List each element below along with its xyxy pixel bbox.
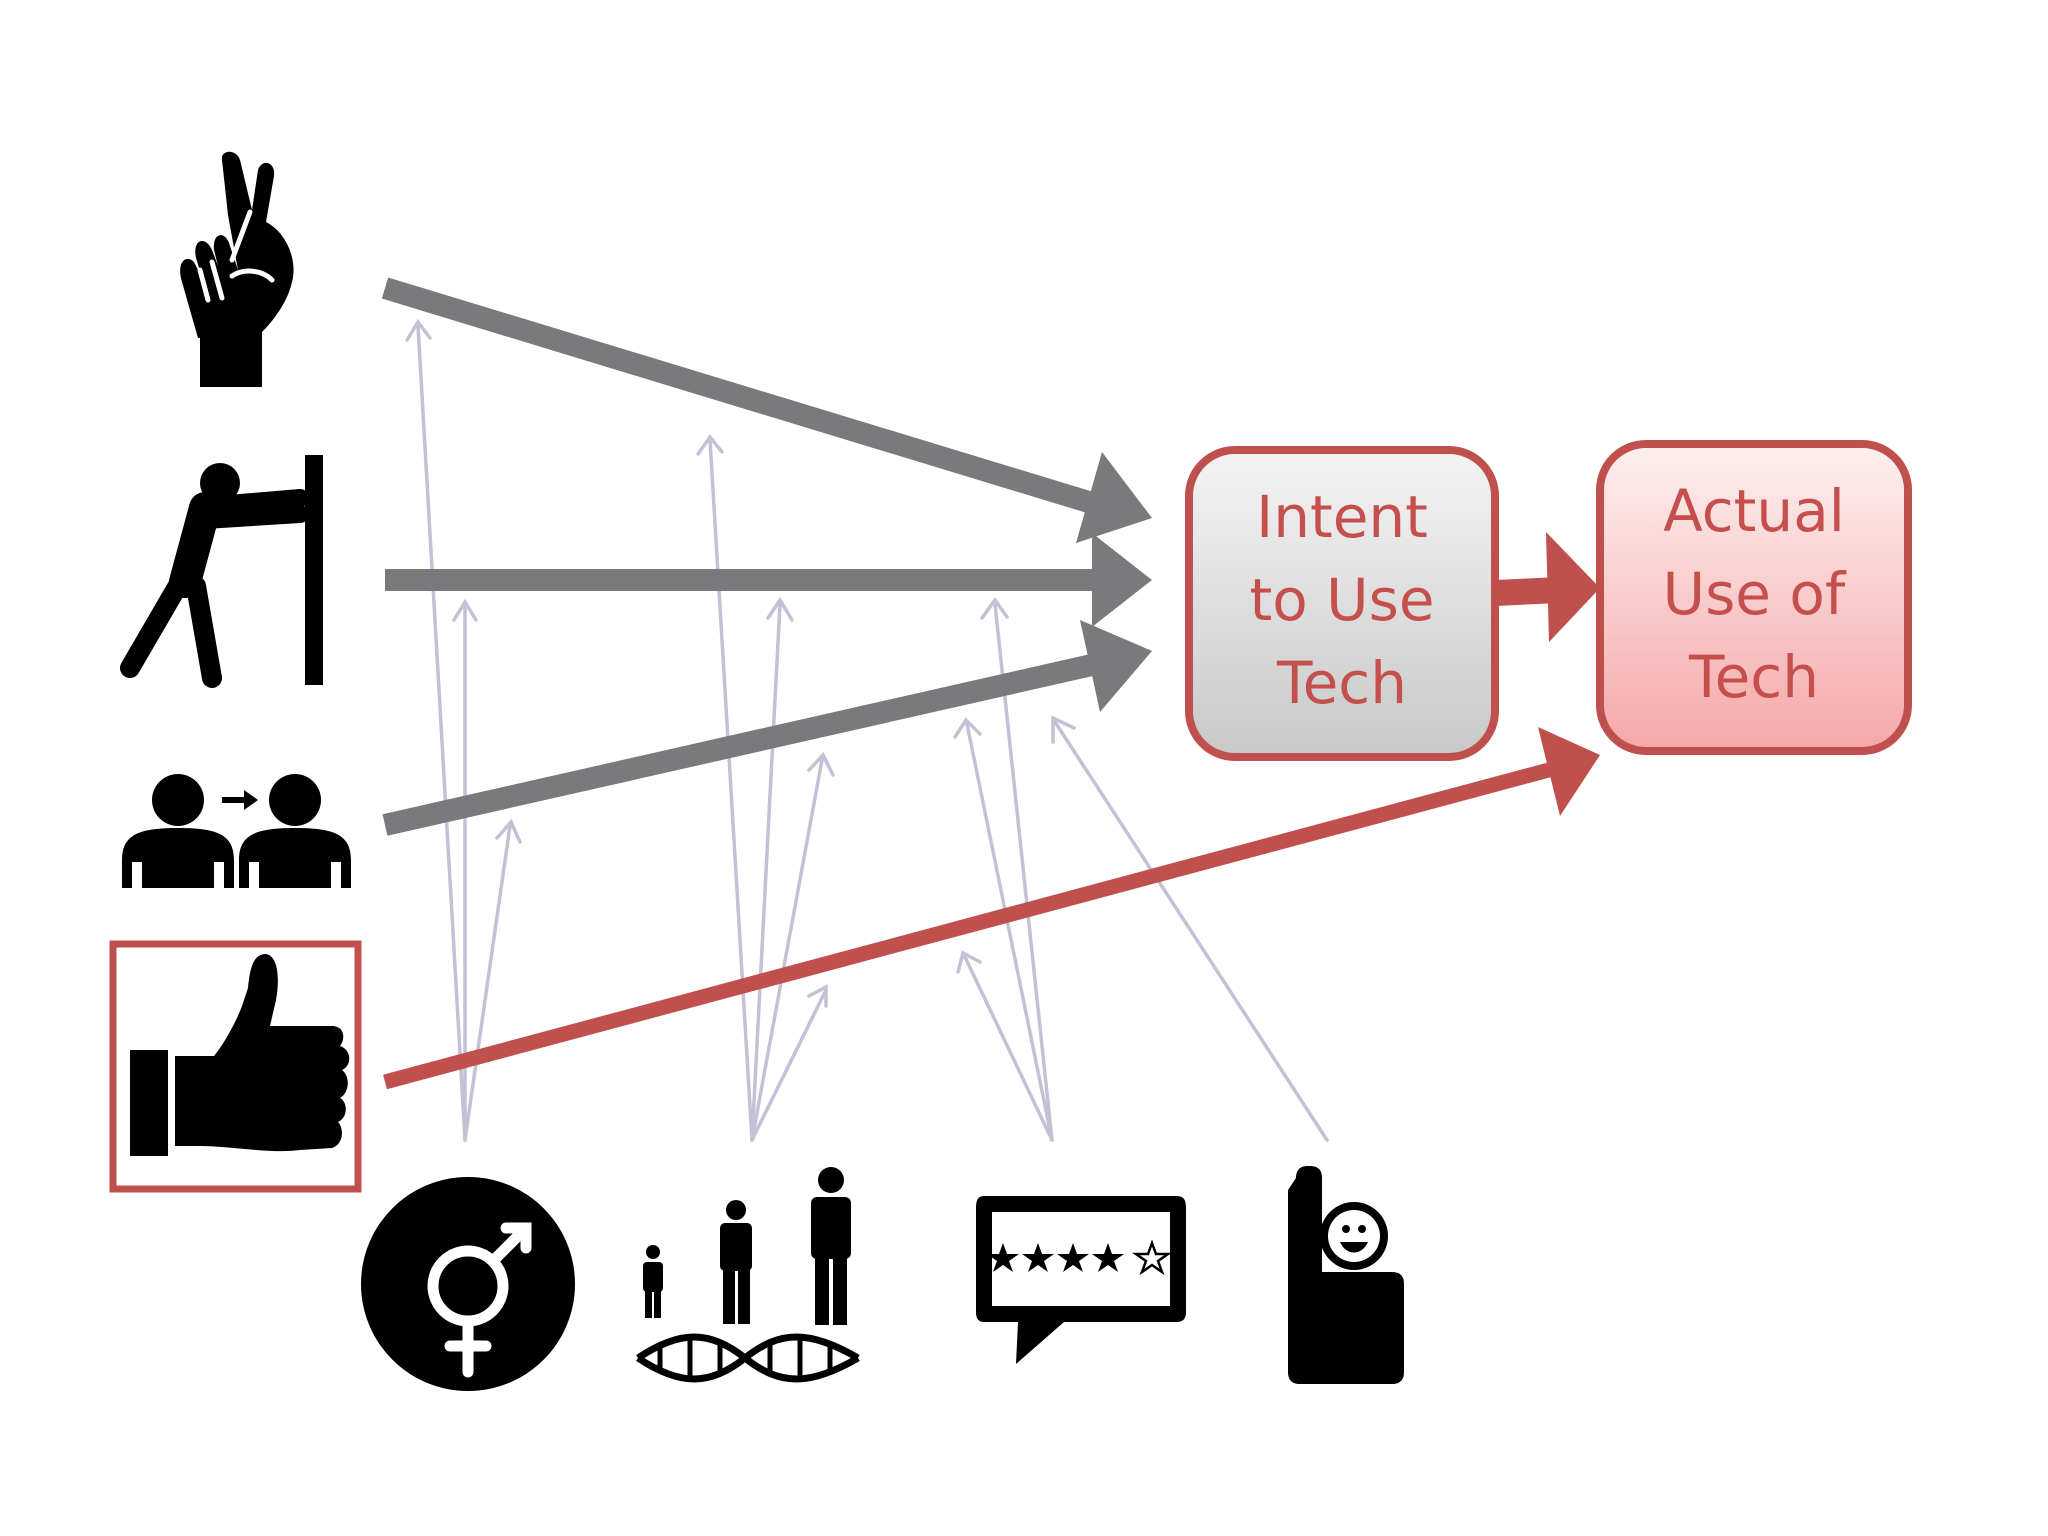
people-influence-icon: [122, 774, 351, 888]
rating-speech-bubble-icon: [976, 1196, 1186, 1364]
volunteer-hand-raised-icon: [1288, 1166, 1404, 1384]
actual-line-1: Actual: [1663, 477, 1845, 545]
gender-moderator-arrows: [405, 318, 522, 1142]
intent-line-3: Tech: [1276, 649, 1407, 717]
voluntariness-moderator-arrows: [1051, 715, 1329, 1142]
person-pushing-wall-icon: [120, 455, 323, 688]
arrow-intent-to-actual: [1494, 532, 1600, 642]
actual-use-box: Actual Use of Tech: [1596, 440, 1912, 755]
actual-line-2: Use of: [1663, 560, 1847, 628]
actual-line-3: Tech: [1688, 643, 1819, 711]
age-moderator-arrows: [696, 434, 835, 1142]
moderator-arrows: [405, 318, 1329, 1142]
arrow-performance-to-intent: [381, 277, 1152, 543]
arrow-facilitating-to-actual: [383, 727, 1600, 1090]
intent-line-2: to Use: [1249, 566, 1434, 634]
thumbs-up-icon: [130, 954, 350, 1156]
crossed-fingers-icon: [180, 151, 294, 387]
highlight-arrows: [383, 532, 1600, 1090]
arrow-effort-to-intent: [385, 533, 1152, 627]
age-dna-icon: [636, 1167, 860, 1383]
arrow-social-to-intent: [382, 620, 1152, 836]
intent-line-1: Intent: [1256, 483, 1428, 551]
factor-arrows: [381, 277, 1152, 836]
gender-symbol-icon: [361, 1177, 575, 1391]
intent-to-use-box: Intent to Use Tech: [1185, 446, 1499, 761]
